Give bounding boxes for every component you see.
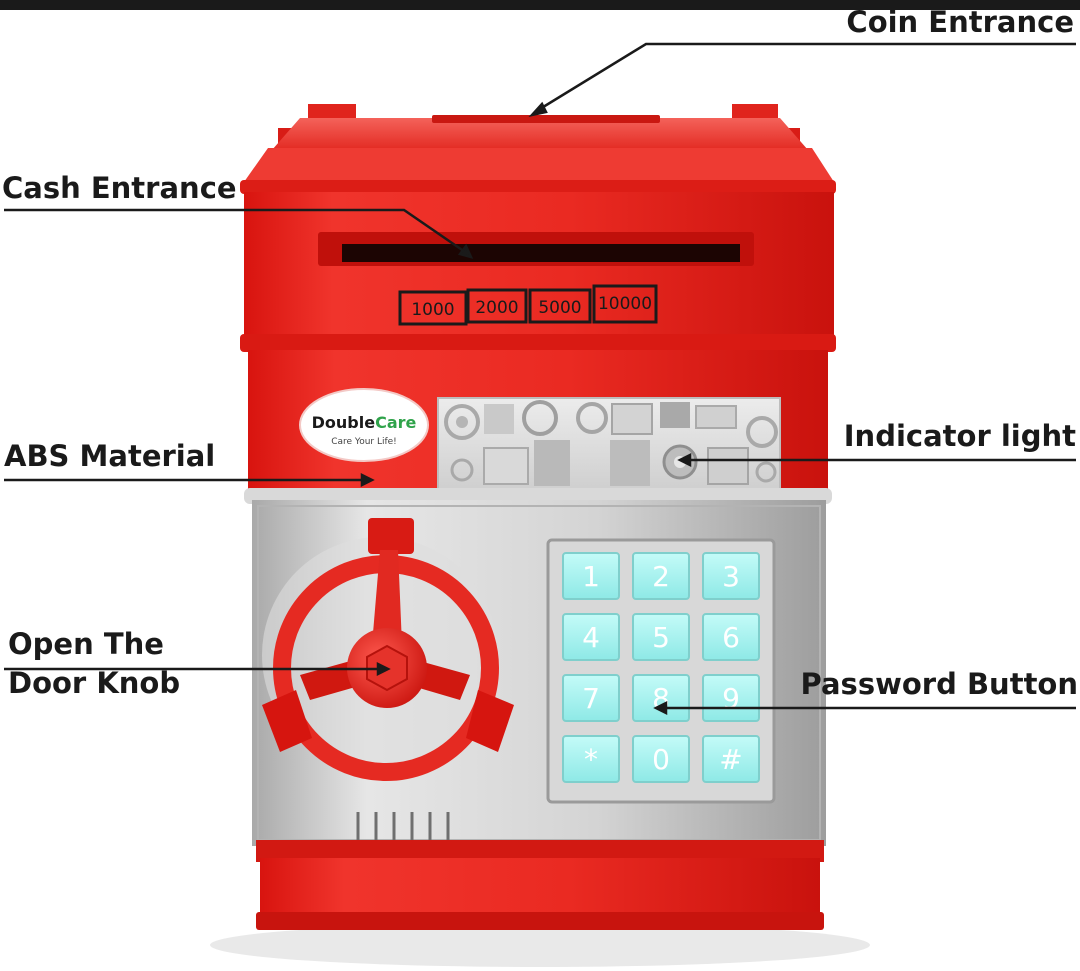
svg-text:DoubleCare: DoubleCare [312,413,417,432]
keypad-key: 0 [632,735,690,783]
denomination-2000: 2000 [475,298,518,318]
door-knob [262,518,514,781]
label-open-door-knob-line1: Open The [8,627,164,661]
callout-lines [4,42,1076,716]
label-open-door-knob-line2: Door Knob [8,666,181,701]
keypad-key: # [702,735,760,783]
label-indicator-light: Indicator light [843,419,1076,453]
coin-slot [432,115,660,123]
keypad-key-label: # [719,743,742,776]
denomination-10000: 10000 [598,294,652,314]
brand-logo: DoubleCare Care Your Life! [299,388,429,462]
top-lid [240,104,836,194]
label-open-door-knob: Open The Door Knob [8,627,181,701]
upper-body [244,192,834,342]
keypad-key: 2 [632,552,690,600]
keypad-key-label: 3 [722,560,740,593]
denomination-5000: 5000 [538,298,581,318]
floor-shadow [210,923,870,967]
label-cash-entrance: Cash Entrance [2,171,237,205]
label-password-button: Password Button [800,667,1078,701]
keypad-key: * [562,735,620,783]
keypad-key-label: 2 [652,560,670,593]
indicator-panel [437,397,781,491]
keypad-key-label: 0 [652,743,670,776]
keypad-key-label: 4 [582,621,600,654]
keypad-key: 5 [632,613,690,661]
keypad-key: 6 [702,613,760,661]
label-coin-entrance: Coin Entrance [846,5,1074,39]
keypad-key-label: 1 [582,560,600,593]
label-abs-material: ABS Material [4,439,216,473]
keypad-key: 1 [562,552,620,600]
keypad-key: 3 [702,552,760,600]
base [260,858,820,918]
keypad-key: 7 [562,674,620,722]
denomination-1000: 1000 [411,300,454,320]
keypad-key-label: 7 [582,682,600,715]
denomination-labels: 1000 2000 5000 10000 [398,284,658,326]
keypad-key: 9 [702,674,760,722]
top-bar [0,0,1080,10]
keypad-key-label: 5 [652,621,670,654]
keypad-key-label: 9 [722,682,740,715]
keypad-key-label: * [584,743,598,776]
keypad-key: 4 [562,613,620,661]
svg-text:Care Your Life!: Care Your Life! [331,437,397,447]
keypad-key: 8 [632,674,690,722]
keypad-key-label: 6 [722,621,740,654]
